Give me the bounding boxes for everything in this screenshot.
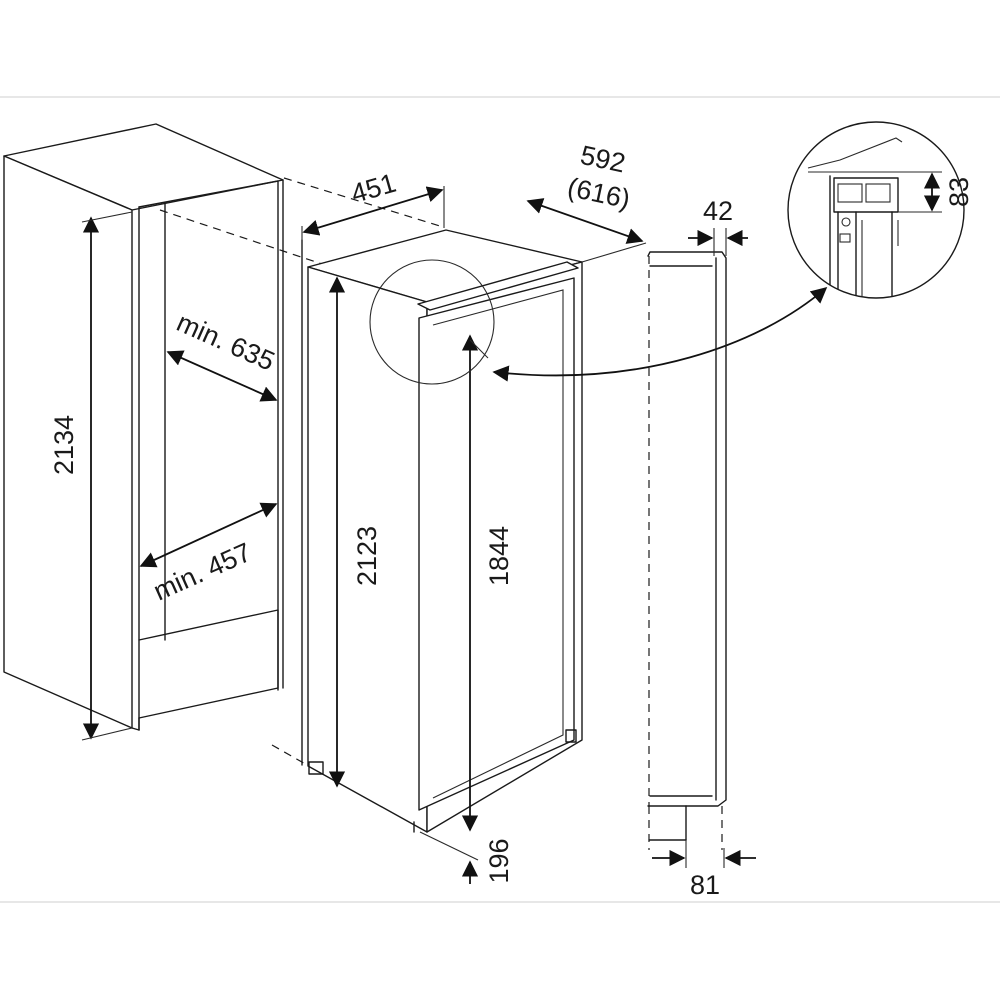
detail-hinge-slot-right	[865, 183, 891, 203]
door-panel-side-view	[647, 251, 727, 850]
cabinet-bottom-edge	[131, 727, 140, 731]
detail-pointer-line	[469, 339, 489, 359]
hinge-detail-view	[787, 121, 965, 299]
detail-small-part	[839, 233, 851, 243]
appliance-width-label: 592	[578, 140, 628, 179]
detail-circle-outline	[787, 121, 965, 299]
detail-connector-arrow	[492, 286, 828, 382]
detail-screw	[841, 217, 851, 227]
appliance-width-alt-label: (616)	[565, 172, 633, 214]
cabinet-height-extension-top	[81, 211, 133, 223]
door-thickness-label: 42	[703, 196, 733, 226]
appliance-foot-right	[565, 729, 577, 743]
detail-hinge-block	[833, 177, 899, 213]
min-depth-label: min. 635	[172, 307, 279, 377]
appliance-foot-left	[308, 761, 324, 775]
appliance-width-dimension	[526, 198, 644, 244]
appliance-top-rail	[417, 261, 579, 311]
cabinet-height-label: 2134	[49, 415, 79, 475]
min-depth-dimension	[166, 350, 278, 402]
detail-top-bracket	[807, 137, 903, 169]
projection-line-middle	[159, 209, 341, 271]
appliance-depth-label: 451	[348, 168, 400, 209]
cabinet-height-extension-bottom	[81, 727, 133, 741]
appliance-width-extension	[581, 242, 647, 263]
min-width-dimension	[139, 502, 278, 568]
cabinet-niche	[3, 123, 284, 731]
plinth-height-label: 196	[484, 838, 514, 883]
plinth-extension-line	[419, 831, 479, 861]
cabinet-floor	[138, 609, 279, 719]
projection-line-bottom	[271, 744, 331, 779]
appliance-body	[301, 229, 583, 833]
door-panel-outline	[647, 251, 727, 807]
cabinet-back-wall	[138, 180, 279, 691]
hinge-height-label: 83	[944, 177, 974, 207]
door-height-label: 1844	[484, 526, 514, 586]
door-offset-label: 81	[690, 870, 720, 900]
appliance-depth-dimension	[302, 186, 444, 236]
detail-hinge-slot	[837, 183, 863, 203]
appliance-height-label: 2123	[352, 526, 382, 586]
